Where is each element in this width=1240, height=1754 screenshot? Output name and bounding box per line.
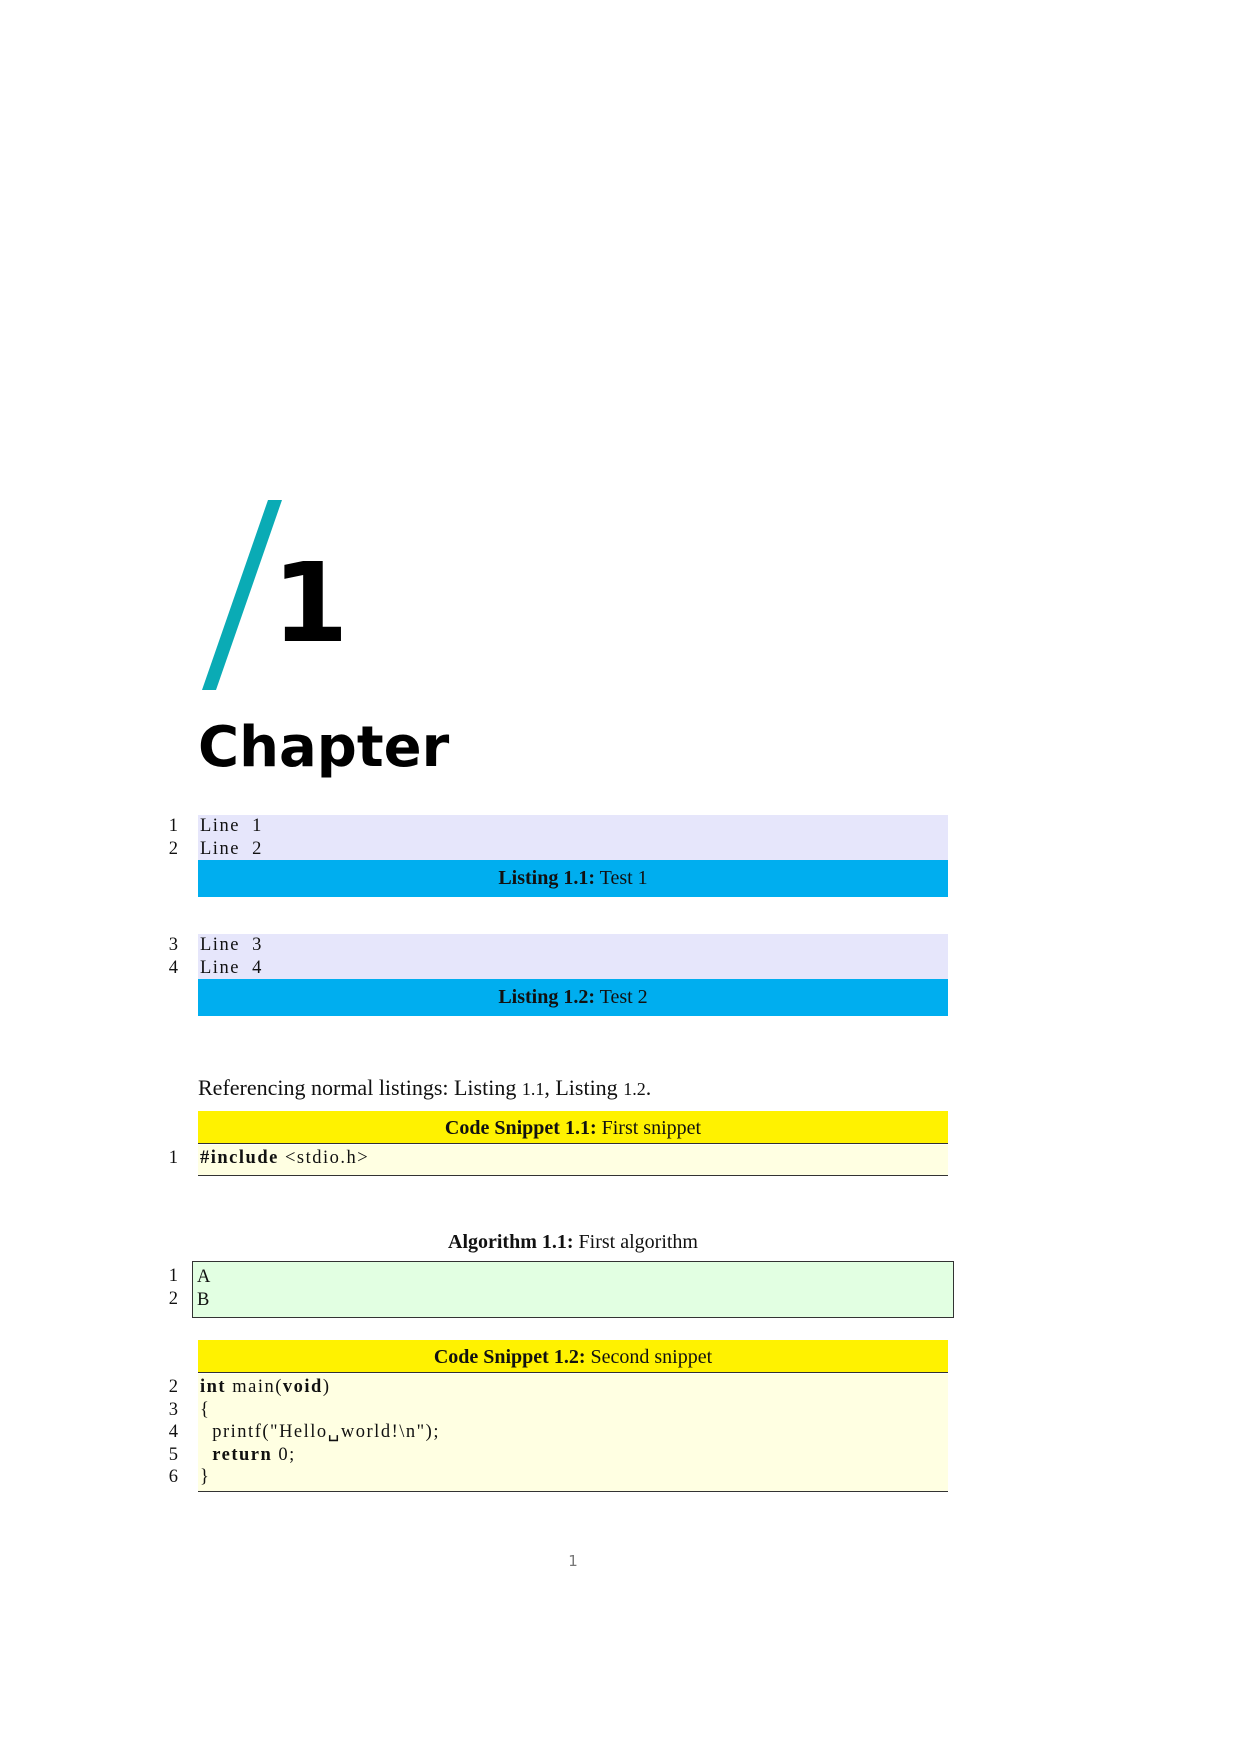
chapter-slash-mark	[202, 500, 282, 690]
code-line: A	[197, 1267, 211, 1287]
code-keyword: int	[200, 1377, 227, 1397]
chapter-title: Chapter	[198, 715, 450, 780]
caption-label: Code Snippet 1.1:	[444, 1117, 597, 1139]
line-number: 2	[168, 1288, 178, 1309]
listing-reference-link[interactable]: 1.2	[623, 1079, 646, 1099]
page-number: 1	[568, 1552, 578, 1570]
algorithm-caption: Algorithm 1.1: First algorithm	[198, 1228, 948, 1256]
caption-label: Algorithm 1.1:	[448, 1231, 574, 1253]
code-line: printf("Hello␣world!\n");	[200, 1422, 440, 1442]
caption-text: First snippet	[601, 1117, 702, 1139]
line-number: 3	[168, 1399, 178, 1420]
code-line: int main(void)	[200, 1377, 331, 1397]
line-number: 6	[168, 1467, 178, 1487]
caption-text: Second snippet	[590, 1346, 713, 1368]
snippet-code-body: int main(void) { printf("Hello␣world!\n"…	[198, 1374, 948, 1492]
code-line: }	[200, 1467, 211, 1487]
listing-reference-link[interactable]: 1.1	[521, 1079, 545, 1099]
caption-label: Listing 1.1:	[498, 867, 595, 889]
line-number: 4	[168, 1422, 178, 1442]
code-line: Line 1	[200, 816, 263, 836]
code-line: Line 3	[200, 935, 263, 955]
code-line: {	[200, 1399, 211, 1420]
listing-code-body: Line 1 Line 2	[198, 815, 948, 860]
caption-label: Listing 1.2:	[498, 986, 595, 1008]
code-line: B	[197, 1289, 210, 1310]
caption-label: Code Snippet 1.2:	[433, 1346, 586, 1368]
code-keyword: return	[212, 1444, 273, 1465]
code-line: return 0;	[212, 1444, 296, 1465]
code-keyword: #include	[200, 1148, 279, 1168]
listing-caption: Listing 1.2: Test 2	[198, 979, 948, 1016]
line-number: 5	[168, 1444, 178, 1465]
snippet-caption: Code Snippet 1.2: Second snippet	[198, 1340, 948, 1373]
caption-text: Test 1	[599, 867, 648, 889]
listing-caption: Listing 1.1: Test 1	[198, 860, 948, 897]
line-number: 2	[168, 838, 178, 859]
paragraph-middle: , Listing	[544, 1075, 624, 1100]
code-line: #include <stdio.h>	[198, 1147, 948, 1170]
body-paragraph: Referencing normal listings: Listing 1.1…	[198, 1074, 651, 1103]
caption-text: Test 2	[599, 986, 648, 1008]
snippet-caption: Code Snippet 1.1: First snippet	[198, 1111, 948, 1144]
line-number: 2	[168, 1377, 178, 1397]
caption-text: First algorithm	[578, 1231, 698, 1253]
code-text: <stdio.h>	[278, 1148, 370, 1168]
line-number: 1	[168, 1266, 178, 1286]
chapter-number: 1	[272, 539, 349, 667]
code-keyword: void	[282, 1377, 323, 1397]
paragraph-prefix: Referencing normal listings: Listing	[198, 1075, 522, 1100]
line-number: 3	[168, 935, 178, 955]
paragraph-suffix: .	[645, 1075, 652, 1100]
line-number: 1	[168, 1148, 178, 1168]
line-number: 1	[168, 816, 178, 836]
code-line: Line 4	[200, 957, 263, 978]
line-number: 4	[168, 957, 178, 978]
algorithm-body: A B	[192, 1261, 954, 1318]
code-line: Line 2	[200, 838, 263, 859]
listing-code-body: Line 3 Line 4	[198, 934, 948, 979]
snippet-code-body: #include <stdio.h>	[198, 1145, 948, 1176]
